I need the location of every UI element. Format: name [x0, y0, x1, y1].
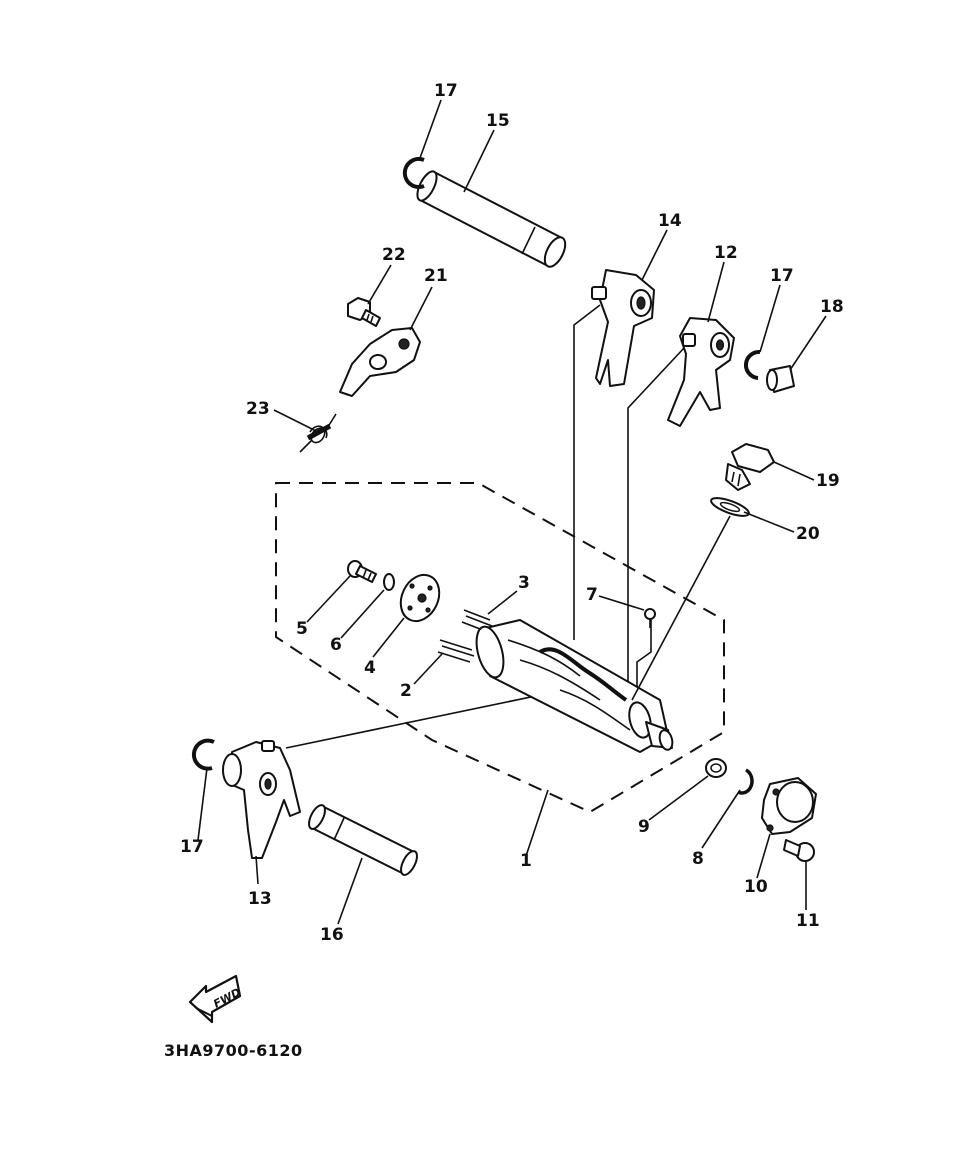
- callout-labels: 17 15 14 12 17 18 22 21 23 19 20 3 7 5 6…: [180, 81, 844, 945]
- callout-5: 5: [296, 619, 308, 639]
- callout-15: 15: [486, 111, 510, 131]
- callout-17b: 17: [770, 266, 794, 286]
- plug: [725, 443, 775, 491]
- callout-17c: 17: [180, 837, 204, 857]
- callout-12: 12: [714, 243, 738, 263]
- callout-10: 10: [744, 877, 768, 897]
- segment-plate: [399, 573, 441, 623]
- callout-11: 11: [796, 911, 820, 931]
- shift-fork-13: [222, 740, 301, 859]
- washer-9: [705, 758, 727, 778]
- shift-drum: [475, 619, 674, 753]
- stopper-lever: [339, 327, 421, 397]
- callout-19: 19: [816, 471, 840, 491]
- pin-7: [644, 608, 656, 628]
- callout-4: 4: [364, 658, 376, 678]
- callout-20: 20: [796, 524, 820, 544]
- circlip-upper: [402, 157, 425, 189]
- callout-2: 2: [400, 681, 412, 701]
- shift-fork-14: [591, 269, 655, 387]
- callout-1: 1: [520, 851, 532, 871]
- circlip-right: [744, 349, 761, 380]
- callout-6: 6: [330, 635, 342, 655]
- callout-14: 14: [658, 211, 682, 231]
- gasket: [710, 497, 750, 517]
- callout-7: 7: [586, 585, 598, 605]
- circlip-8: [737, 768, 754, 795]
- fwd-arrow-icon: FWD: [188, 974, 243, 1024]
- washer-6: [383, 573, 395, 591]
- torsion-spring: [299, 413, 337, 453]
- assembly-boundary: [275, 482, 725, 814]
- callout-18: 18: [820, 297, 844, 317]
- shift-fork-shaft-lower: [308, 804, 418, 876]
- callout-9: 9: [638, 817, 650, 837]
- shift-fork-shaft-upper: [416, 170, 567, 268]
- screw-5: [347, 560, 377, 583]
- callout-13: 13: [248, 889, 272, 909]
- callout-3: 3: [518, 573, 530, 593]
- callout-21: 21: [424, 266, 448, 286]
- circlip-lower: [191, 738, 215, 771]
- callout-8: 8: [692, 849, 704, 869]
- callout-23: 23: [246, 399, 270, 419]
- callout-16: 16: [320, 925, 344, 945]
- callout-17a: 17: [434, 81, 458, 101]
- callout-22: 22: [382, 245, 406, 265]
- bearing-housing: [761, 777, 817, 835]
- leader-lines: [197, 99, 827, 925]
- bushing: [766, 365, 795, 393]
- fork-guide-lines: [285, 304, 685, 749]
- screw-11: [783, 839, 815, 862]
- drawing-code: 3HA9700-6120: [164, 1041, 303, 1060]
- shift-fork-12: [667, 317, 735, 427]
- bolt-22: [347, 297, 381, 327]
- pins: [437, 609, 493, 663]
